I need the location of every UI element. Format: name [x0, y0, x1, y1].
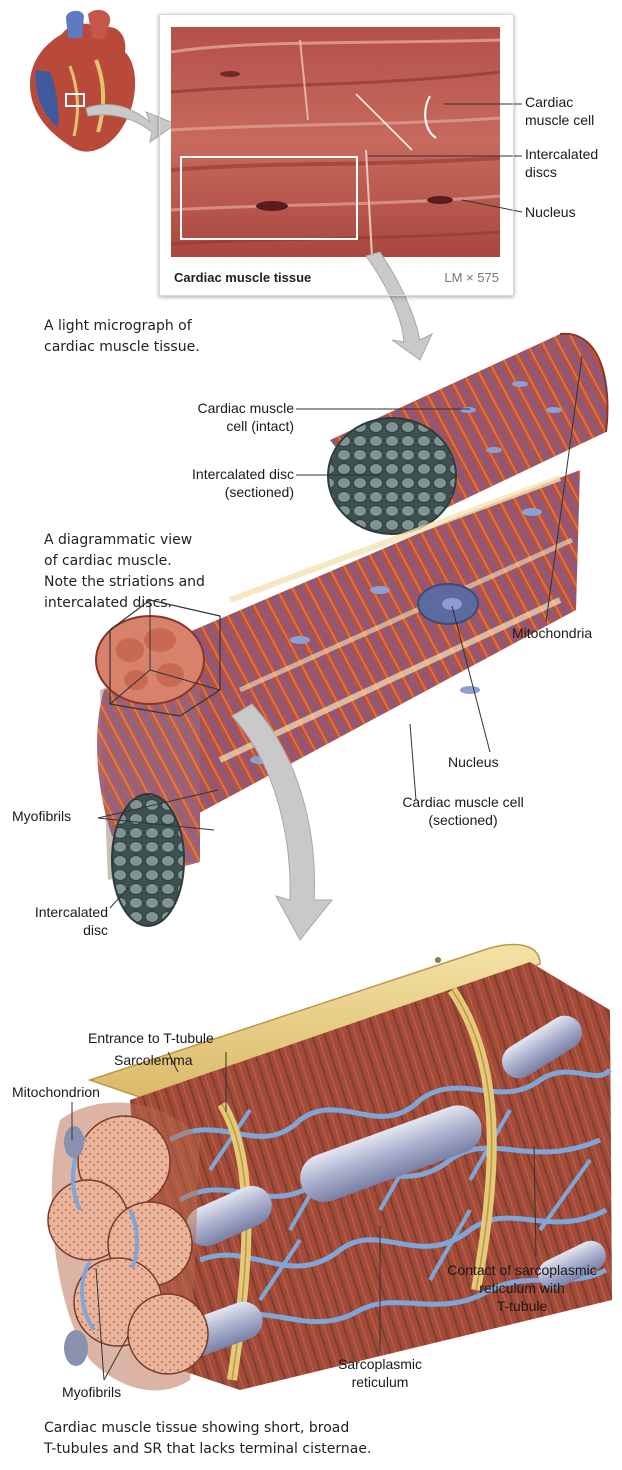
label-discs: discs — [525, 164, 557, 181]
label-cell-intact-1: Cardiac muscle — [158, 400, 294, 417]
label-mitochondria: Mitochondria — [512, 625, 592, 642]
label-contact-3: T-tubule — [424, 1298, 620, 1315]
label-muscle-cell: muscle cell — [525, 112, 594, 129]
caption-diagram-line-1: A diagrammatic view — [44, 530, 205, 551]
leader-cell-sectioned — [410, 724, 416, 800]
label-cell-sectioned-2: (sectioned) — [378, 812, 548, 829]
label-disc-2b: disc — [12, 922, 108, 939]
label-contact-1: Contact of sarcoplasmic — [424, 1262, 620, 1279]
label-sr-1: Sarcoplasmic — [320, 1356, 440, 1373]
label-disc-sectioned-1: Intercalated disc — [140, 466, 294, 483]
micrograph-magnification: LM × 575 — [444, 270, 499, 285]
caption-diagram-line-3: Note the striations and — [44, 572, 205, 593]
label-mitochondrion: Mitochondrion — [12, 1084, 100, 1101]
label-myofibrils-1: Myofibrils — [12, 808, 71, 825]
caption-diagram: A diagrammatic view of cardiac muscle. N… — [44, 530, 205, 614]
caption-micrograph-line-2: cardiac muscle tissue. — [44, 337, 200, 358]
label-disc-sectioned-2: (sectioned) — [140, 484, 294, 501]
label-nucleus-2: Nucleus — [448, 754, 499, 771]
label-disc-2a: Intercalated — [12, 904, 108, 921]
caption-detail-line-1: Cardiac muscle tissue showing short, bro… — [44, 1418, 371, 1439]
caption-detail-line-2: T-tubules and SR that lacks terminal cis… — [44, 1439, 371, 1460]
caption-diagram-line-4: intercalated discs. — [44, 593, 205, 614]
label-cell-intact-2: cell (intact) — [158, 418, 294, 435]
label-contact-2: reticulum with — [424, 1280, 620, 1297]
label-sarcolemma: Sarcolemma — [114, 1052, 193, 1069]
label-myofibrils-2: Myofibrils — [62, 1384, 121, 1401]
caption-micrograph: A light micrograph of cardiac muscle tis… — [44, 316, 200, 358]
micrograph-title: Cardiac muscle tissue — [174, 270, 311, 285]
label-intercalated: Intercalated — [525, 146, 598, 163]
heart-icon — [30, 10, 135, 152]
label-nucleus-1: Nucleus — [525, 204, 576, 221]
caption-micrograph-line-1: A light micrograph of — [44, 316, 200, 337]
caption-detail: Cardiac muscle tissue showing short, bro… — [44, 1418, 371, 1460]
label-cardiac: Cardiac — [525, 94, 573, 111]
label-sr-2: reticulum — [320, 1374, 440, 1391]
caption-diagram-line-2: of cardiac muscle. — [44, 551, 205, 572]
label-t-tubule-entrance: Entrance to T-tubule — [88, 1030, 214, 1047]
micrograph-panel: Cardiac muscle tissue LM × 575 — [159, 14, 514, 296]
detail-fiber — [48, 945, 612, 1391]
label-cell-sectioned-1: Cardiac muscle cell — [378, 794, 548, 811]
